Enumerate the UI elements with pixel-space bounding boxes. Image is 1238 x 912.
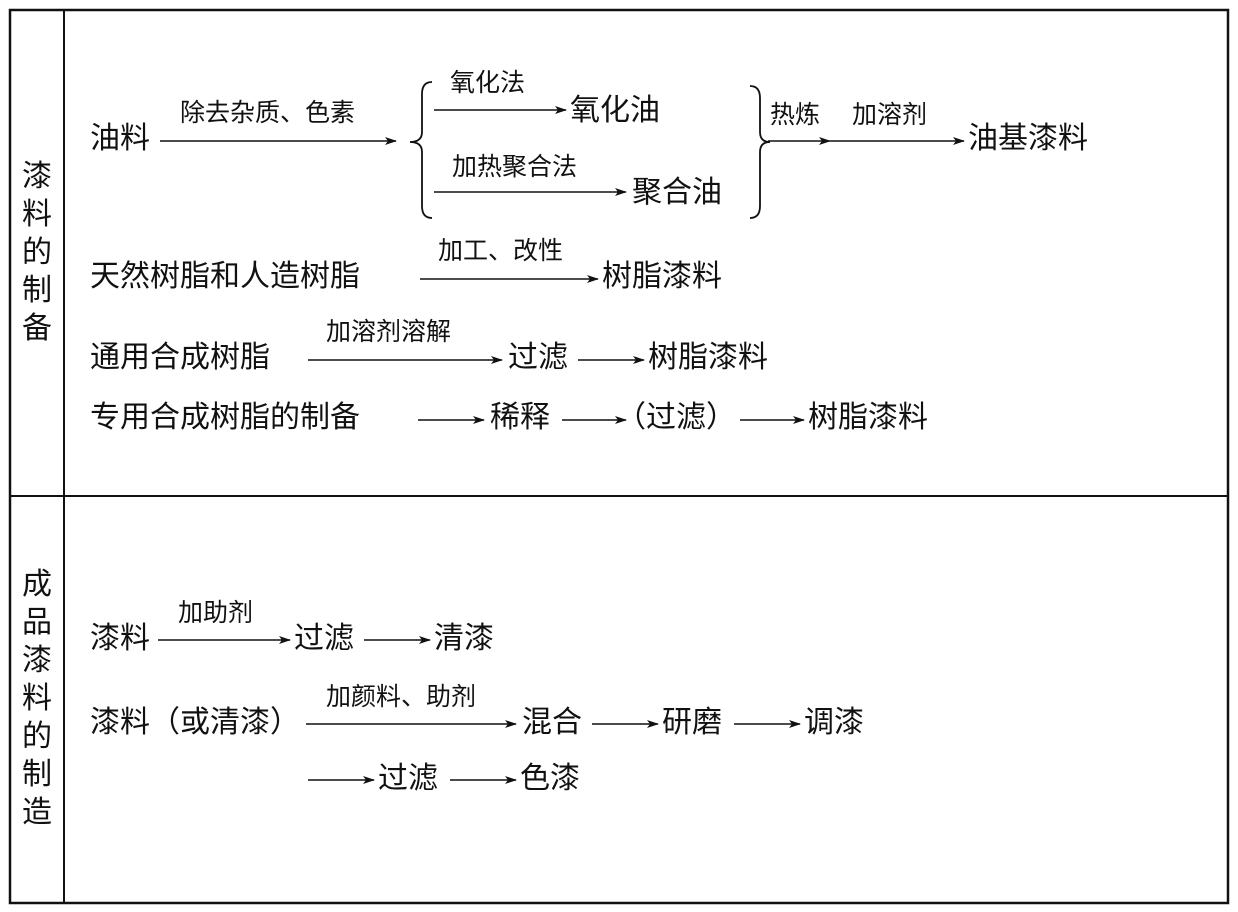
special-resin-step2: （过滤） (616, 400, 736, 435)
special-resin-end: 树脂漆料 (808, 400, 928, 435)
clear-paint-end: 清漆 (434, 621, 494, 656)
section-label-char: 制 (22, 757, 52, 792)
color-paint-step1: 混合 (522, 705, 582, 740)
section-label-char: 的 (22, 719, 52, 754)
color-paint-start: 漆料（或清漆） (90, 705, 300, 740)
section-label-char: 造 (22, 795, 52, 830)
oil-based-paint: 油基漆料 (968, 121, 1088, 156)
clear-paint-start: 漆料 (90, 621, 150, 656)
oxidized-oil: 氧化油 (570, 93, 660, 128)
color-paint-step2: 研磨 (662, 705, 722, 740)
add-solvent-label: 加溶剂 (852, 100, 928, 129)
oil-purify-label: 除去杂质、色素 (180, 98, 356, 127)
section-label-char: 成 (22, 567, 52, 602)
section-label-char: 制 (22, 273, 52, 308)
section-label-finished-paint: 成 品 漆 料 的 制 造 (20, 566, 54, 832)
special-resin-start: 专用合成树脂的制备 (90, 400, 360, 435)
color-paint-step3: 调漆 (804, 705, 864, 740)
section-label-char: 料 (22, 681, 52, 716)
polymerized-oil: 聚合油 (632, 175, 722, 210)
section-label-char: 品 (22, 605, 52, 640)
natural-resin-end: 树脂漆料 (602, 259, 722, 294)
general-resin-start: 通用合成树脂 (90, 340, 270, 375)
color-paint-step4: 过滤 (378, 761, 438, 796)
natural-resin-label: 加工、改性 (438, 236, 564, 265)
clear-paint-mid: 过滤 (294, 621, 354, 656)
section-label-paint-base: 漆 料 的 制 备 (20, 158, 54, 348)
polymerization-label: 加热聚合法 (452, 152, 578, 181)
section-label-char: 备 (22, 311, 52, 346)
section-label-char: 漆 (22, 643, 52, 678)
general-resin-end: 树脂漆料 (648, 340, 768, 375)
oil-start: 油料 (90, 121, 150, 156)
color-paint-label: 加颜料、助剂 (326, 682, 477, 711)
general-resin-label: 加溶剂溶解 (326, 317, 452, 346)
color-paint-end: 色漆 (520, 761, 580, 796)
section-label-char: 漆 (22, 159, 52, 194)
right-brace (749, 85, 771, 219)
table-border (8, 8, 1230, 905)
oxidation-label: 氧化法 (450, 68, 526, 97)
natural-resin-start: 天然树脂和人造树脂 (90, 259, 360, 294)
general-resin-mid: 过滤 (508, 340, 568, 375)
left-brace (409, 81, 433, 219)
heat-refine-label: 热炼 (770, 100, 821, 129)
clear-paint-label: 加助剂 (178, 598, 254, 627)
section-label-char: 的 (22, 235, 52, 270)
section-label-char: 料 (22, 197, 52, 232)
special-resin-step1: 稀释 (490, 400, 550, 435)
